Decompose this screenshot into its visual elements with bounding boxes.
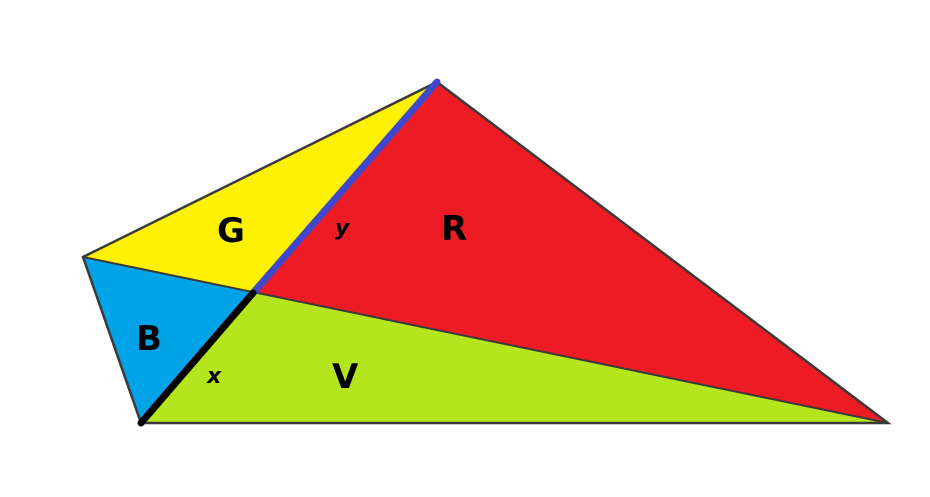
- region-v-label: V: [332, 357, 359, 397]
- region-r-label: R: [441, 209, 467, 249]
- segment-y-label: y: [335, 216, 351, 241]
- region-g: [83, 82, 437, 293]
- region-v: [141, 293, 888, 423]
- region-r: [253, 82, 888, 423]
- region-b: [83, 257, 253, 423]
- segment-x: [137, 289, 257, 427]
- segment-x-label: x: [206, 364, 222, 389]
- segment-y: [249, 78, 441, 297]
- diagonal-line: [82, 256, 889, 424]
- region-g-label: G: [217, 211, 245, 251]
- region-b-label: B: [136, 319, 162, 359]
